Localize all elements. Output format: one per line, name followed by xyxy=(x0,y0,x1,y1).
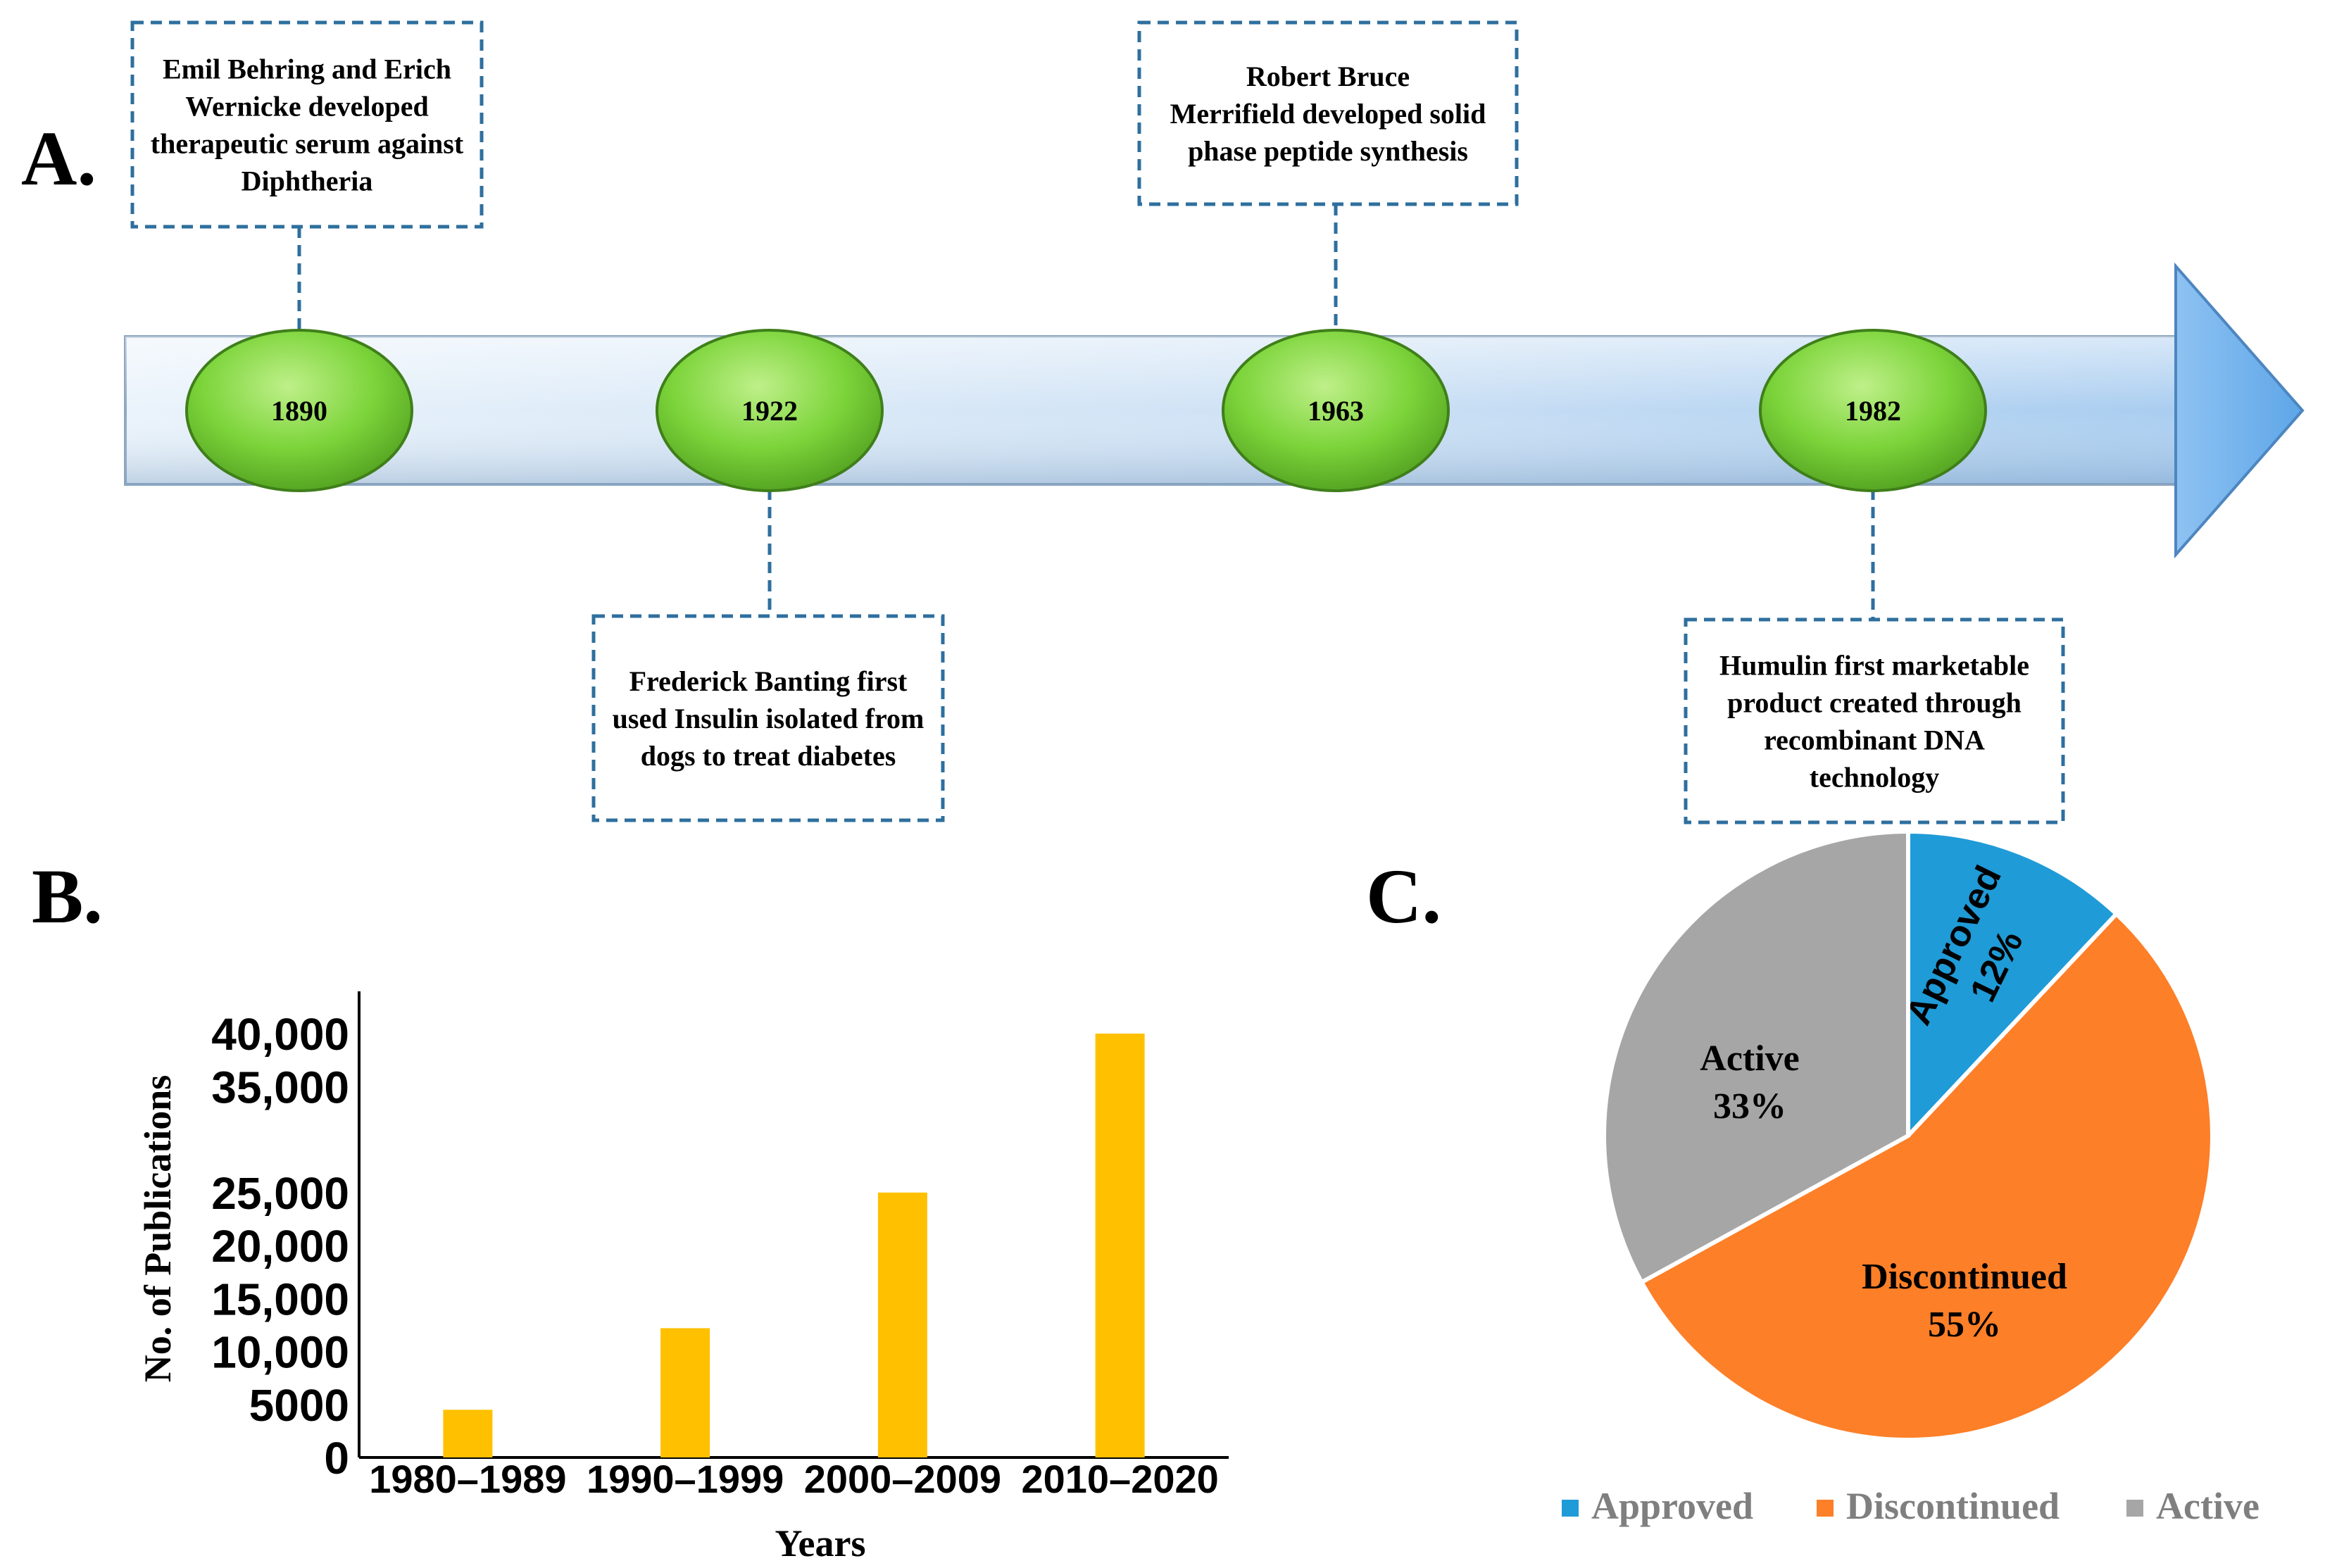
timeline-year-label: 1890 xyxy=(271,395,327,427)
timeline-event-box-1982 xyxy=(1684,617,2065,824)
timeline-event-text: phase peptide synthesis xyxy=(1188,135,1468,167)
timeline-event-box-1890 xyxy=(130,20,484,229)
pie-slice-active xyxy=(1602,829,1910,1286)
y-tick-label: 5000 xyxy=(249,1380,349,1431)
timeline-event-box-1922 xyxy=(591,614,945,822)
y-tick-label: 10,000 xyxy=(211,1327,349,1378)
x-tick-label: 1990–1999 xyxy=(587,1457,784,1501)
timeline-node-1890 xyxy=(185,329,413,492)
timeline-node-1922 xyxy=(656,329,884,492)
panel-b-label: B. xyxy=(32,853,103,939)
timeline-event-text: product created through xyxy=(1727,687,2022,719)
timeline-event-text: Wernicke developed xyxy=(185,91,429,123)
pie-label-discontinued: Discontinued 55% xyxy=(1862,1257,2067,1345)
timeline-event-text: used Insulin isolated from xyxy=(613,703,925,734)
y-tick-label: 35,000 xyxy=(211,1062,349,1112)
timeline-node-1982 xyxy=(1759,329,1987,492)
pie-slice-discontinued xyxy=(1638,910,2214,1443)
panel-c-label: C. xyxy=(1366,853,1441,939)
timeline-event-text: Merrifield developed solid xyxy=(1170,98,1486,130)
y-axis-title: No. of Publications xyxy=(137,1075,179,1383)
timeline-year-label: 1963 xyxy=(1308,395,1364,427)
bar-1980–1989 xyxy=(443,1410,493,1457)
timeline-year-label: 1922 xyxy=(741,395,798,427)
x-tick-label: 2000–2009 xyxy=(804,1457,1001,1501)
y-tick-label: 15,000 xyxy=(211,1274,349,1324)
x-tick-label: 1980–1989 xyxy=(369,1457,566,1501)
legend-label: Discontinued xyxy=(1846,1485,2060,1527)
legend-swatch-discontinued xyxy=(1817,1500,1834,1517)
y-tick-label: 40,000 xyxy=(211,1009,349,1060)
y-tick-label: 0 xyxy=(324,1433,349,1484)
timeline-event-text: recombinant DNA xyxy=(1764,725,1985,756)
timeline-node-1963 xyxy=(1222,329,1450,492)
pie-slice-label: Active xyxy=(1700,1039,1799,1079)
x-tick-label: 2010–2020 xyxy=(1021,1457,1218,1501)
pie-label-active: Active 33% xyxy=(1700,1039,1799,1127)
bar-2000–2009 xyxy=(877,1192,927,1457)
timeline-event-text: technology xyxy=(1810,762,1939,794)
timeline-event-box-1963 xyxy=(1137,20,1519,206)
timeline-event-text: Emil Behring and Erich xyxy=(163,54,451,85)
y-tick-label: 25,000 xyxy=(211,1168,349,1219)
legend-label: Approved xyxy=(1591,1485,1753,1527)
timeline-event-text: Diphtheria xyxy=(242,165,373,197)
legend-swatch-active xyxy=(2126,1500,2143,1517)
legend-swatch-approved xyxy=(1562,1500,1579,1517)
timeline-event-text: Frederick Banting first xyxy=(629,665,908,697)
timeline-year-label: 1982 xyxy=(1845,395,1901,427)
timeline-event-text: therapeutic serum against xyxy=(151,128,464,160)
pie-slice-value: 33% xyxy=(1713,1086,1786,1127)
legend-label: Active xyxy=(2156,1485,2260,1527)
timeline-event-text: Robert Bruce xyxy=(1246,61,1410,92)
x-axis-title: Years xyxy=(775,1522,866,1564)
y-tick-label: 20,000 xyxy=(211,1221,349,1272)
pie-slice-value: 55% xyxy=(1928,1305,2001,1345)
pie-chart: Approved12%Discontinued55%Active33%Appro… xyxy=(1562,829,2260,1527)
pie-slice-label: Discontinued xyxy=(1862,1257,2067,1297)
bar-2010–2020 xyxy=(1095,1034,1145,1457)
bar-1990–1999 xyxy=(660,1328,710,1457)
panel-a-label: A. xyxy=(21,115,96,201)
timeline-event-text: dogs to treat diabetes xyxy=(641,740,896,772)
pie-slice-approved xyxy=(1906,829,2119,1141)
timeline-event-text: Humulin first marketable xyxy=(1719,650,2029,682)
